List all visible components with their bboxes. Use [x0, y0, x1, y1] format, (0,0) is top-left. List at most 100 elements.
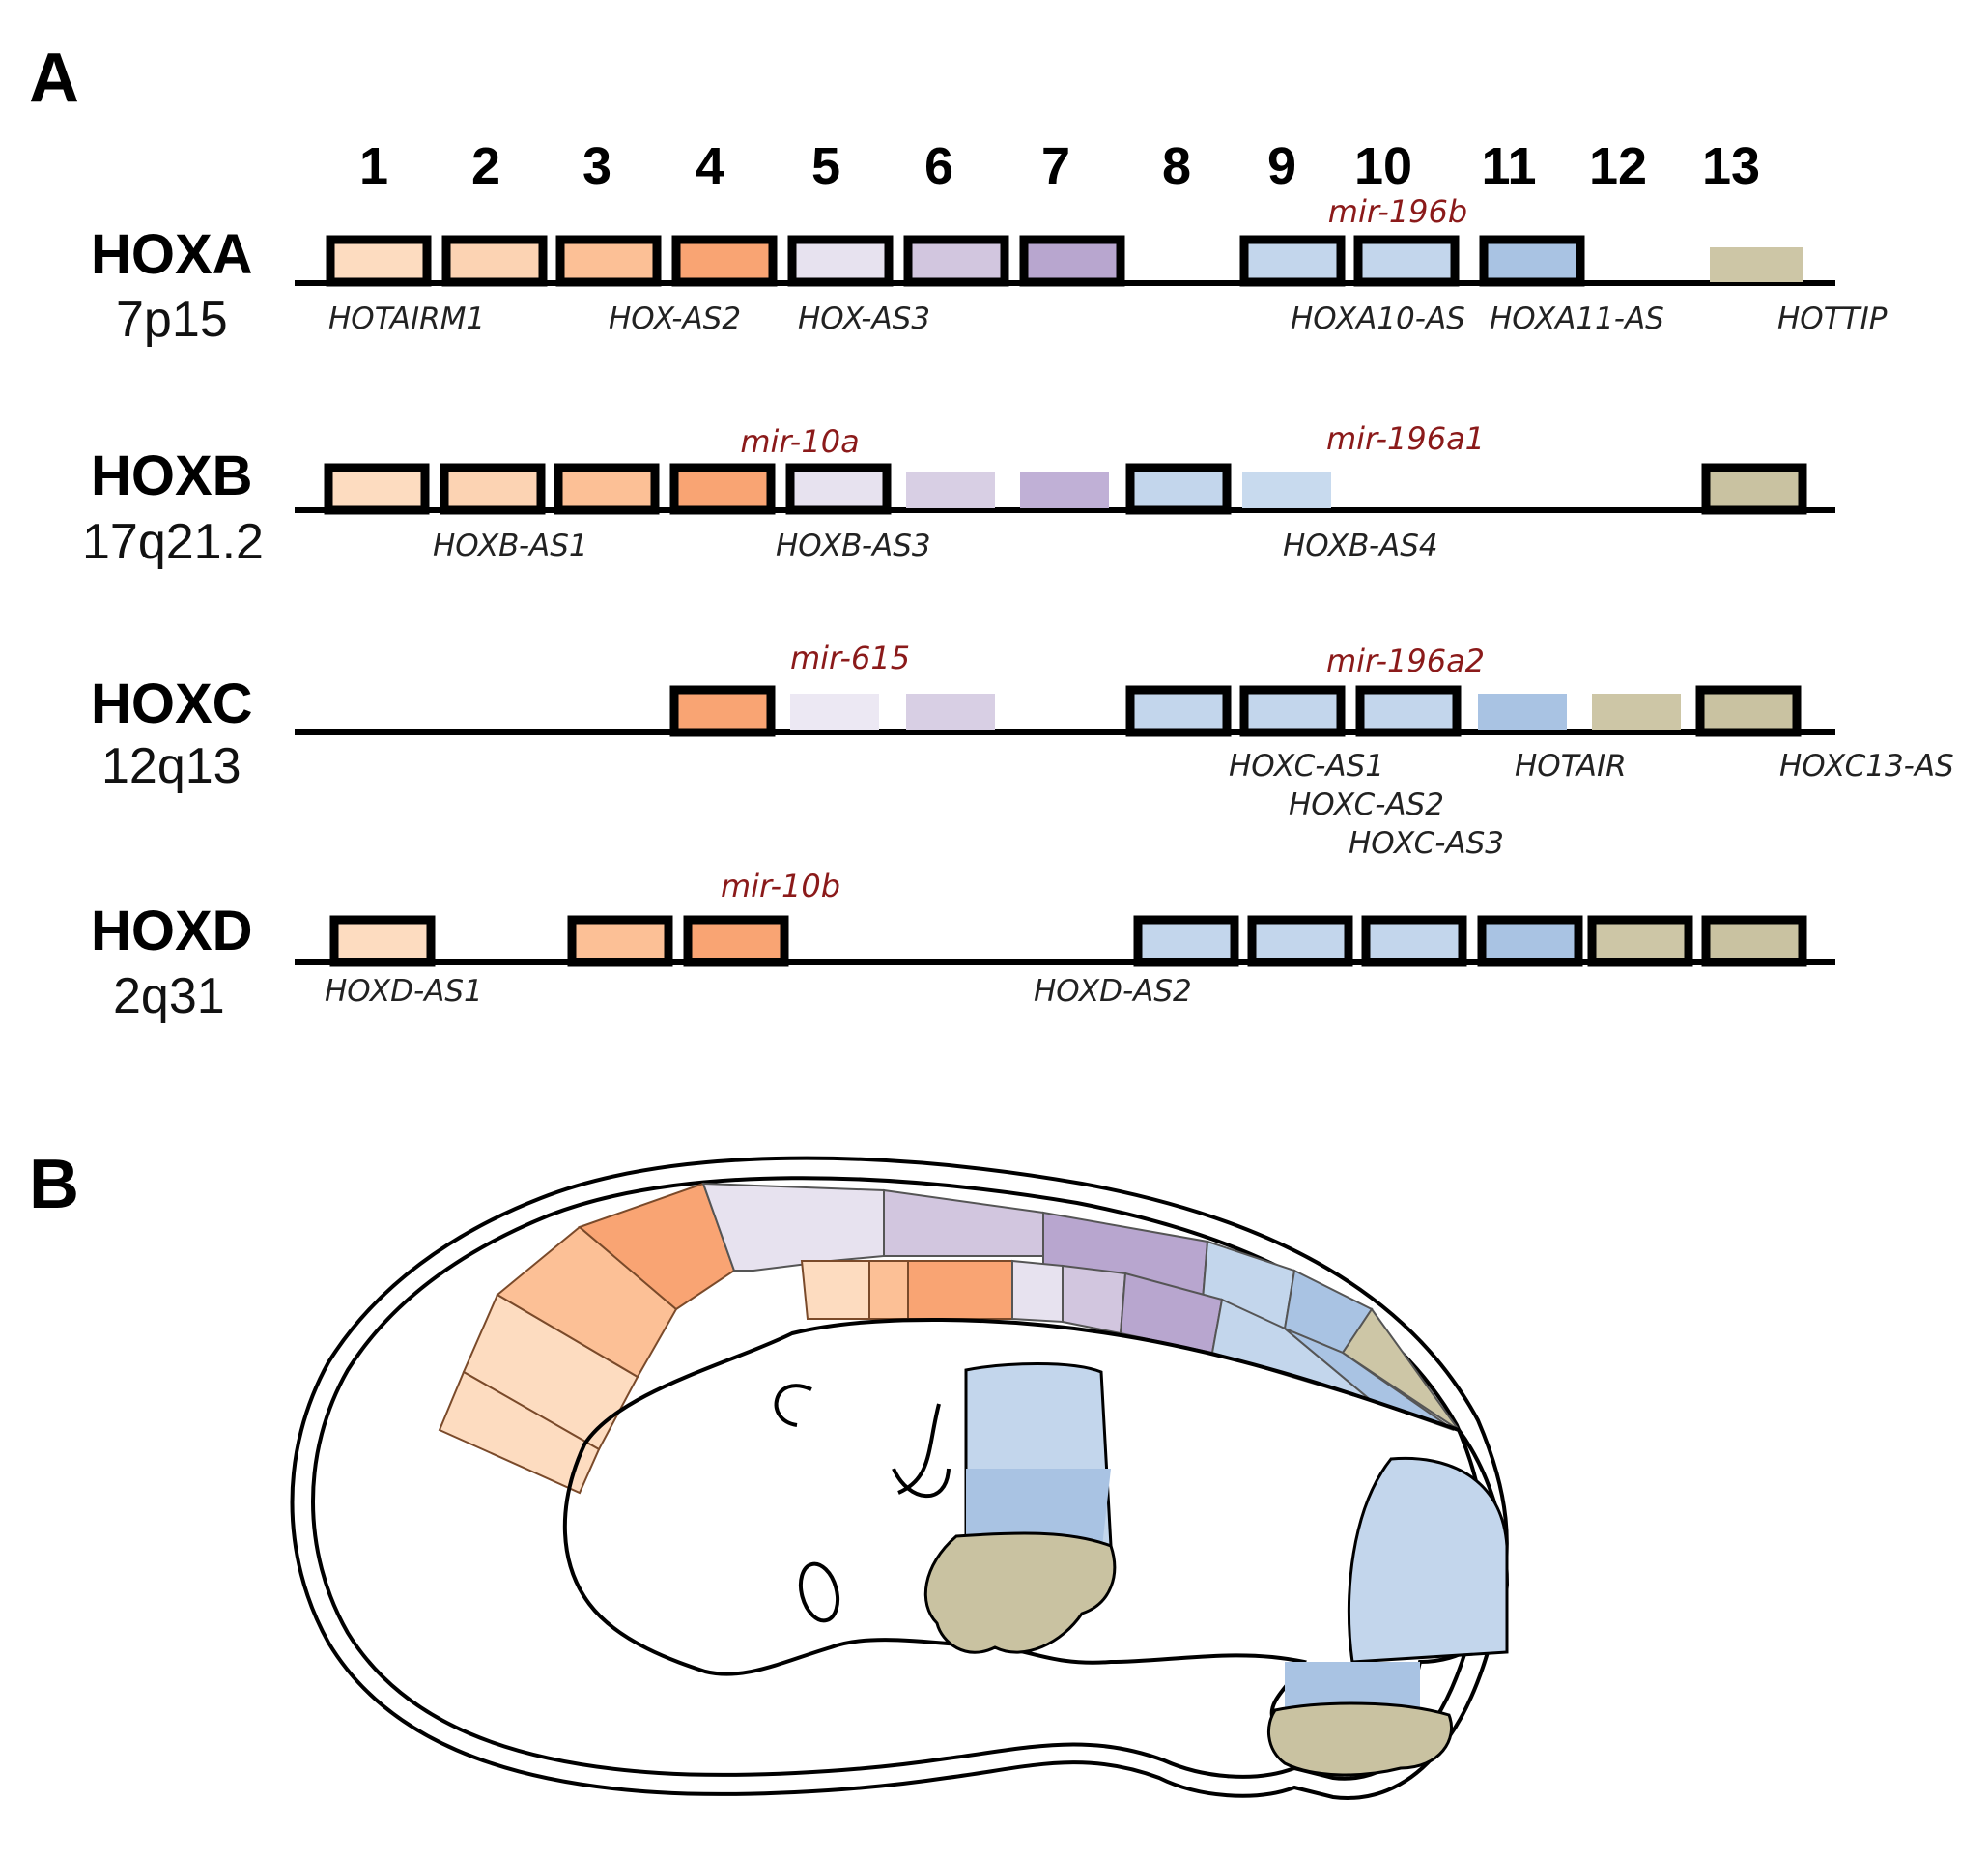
- cluster-location: 7p15: [116, 292, 228, 348]
- gene-box-hoxb3: [554, 463, 660, 515]
- gene-box-hoxa2: [441, 235, 548, 287]
- somite-row-5: [1011, 1259, 1064, 1324]
- somite-row-6: [1062, 1264, 1127, 1335]
- cluster-location: 12q13: [101, 738, 241, 794]
- paralog-number: 13: [1702, 137, 1760, 195]
- cluster-hoxc: HOXC 12q13 mir-615 mir-196a2 HOXC-AS1 HO…: [91, 640, 1954, 861]
- paralog-number: 12: [1589, 137, 1647, 195]
- paralog-number: 10: [1354, 137, 1412, 195]
- paralog-number: 5: [811, 137, 840, 195]
- hindlimb-foot: [1266, 1701, 1454, 1777]
- gene-box-hoxc10: [1355, 685, 1462, 737]
- gene-box-hoxd11: [1477, 915, 1583, 967]
- mirna-label: mir-196a1: [1326, 420, 1485, 457]
- gene-box-hoxc4: [669, 685, 776, 737]
- lncrna-label: HOTAIR: [1515, 749, 1627, 784]
- mirna-label: mir-196b: [1328, 193, 1467, 230]
- cluster-hoxd: HOXD 2q31 mir-10b HOXD-AS1 HOXD-AS2: [91, 868, 1835, 1024]
- embryo-illustration: [290, 1156, 1510, 1800]
- ear-feature: [774, 1384, 812, 1427]
- gene-box-hoxd13: [1701, 915, 1807, 967]
- cluster-hoxb: HOXB 17q21.2 mir-10a mir-196a1 HOXB-AS1 …: [82, 420, 1835, 570]
- lncrna-label: HOTAIRM1: [328, 301, 485, 336]
- gene-box-hoxa6: [903, 235, 1009, 287]
- gene-box-hoxd8: [1133, 915, 1239, 967]
- somite-row-1: [800, 1260, 870, 1320]
- gene-box-hoxd9: [1247, 915, 1353, 967]
- cluster-name: HOXD: [91, 900, 253, 962]
- gene-box-hoxa11: [1479, 235, 1585, 287]
- gene-box-hoxb4: [669, 463, 776, 515]
- gene-box-hoxa7: [1019, 235, 1125, 287]
- gene-box-hoxc8: [1125, 685, 1232, 737]
- cluster-name: HOXA: [91, 223, 253, 286]
- gene-box-hoxc11: [1478, 694, 1567, 730]
- panel-a-label: A: [29, 40, 79, 117]
- cluster-name: HOXB: [91, 444, 253, 507]
- gene-box-hoxd12: [1587, 915, 1693, 967]
- mirna-label: mir-10b: [721, 868, 840, 904]
- paralog-number: 7: [1041, 137, 1070, 195]
- paralog-number: 8: [1162, 137, 1191, 195]
- hindlimb-mid: [1285, 1662, 1420, 1710]
- gene-box-hoxa4: [671, 235, 778, 287]
- gene-box-hoxd4: [683, 915, 789, 967]
- gene-box-hoxb6: [906, 472, 995, 508]
- somite-row-4: [907, 1260, 1013, 1320]
- lncrna-label: HOXC-AS1: [1229, 749, 1384, 784]
- gene-box-hoxb1: [324, 463, 430, 515]
- paralog-number: 9: [1267, 137, 1296, 195]
- gene-box-hoxd1: [329, 915, 436, 967]
- head-segment-2: [438, 1370, 601, 1495]
- cluster-location: 17q21.2: [82, 514, 264, 570]
- gene-box-hoxb5: [785, 463, 892, 515]
- gene-box-hoxb2: [440, 463, 546, 515]
- lncrna-label: HOXA10-AS: [1291, 301, 1465, 336]
- cluster-hoxa: HOXA 7p15 mir-196b HOTAIRM1 HOX-AS2 HOX-…: [91, 193, 1888, 348]
- gene-box-hoxc9: [1239, 685, 1346, 737]
- paralog-number: 4: [696, 137, 724, 195]
- lncrna-label: HOXB-AS4: [1283, 529, 1438, 563]
- lncrna-label: HOX-AS2: [609, 301, 741, 336]
- lncrna-label: HOXC-AS3: [1349, 826, 1504, 861]
- gene-box-hoxc13: [1695, 685, 1802, 737]
- cluster-location: 2q31: [113, 968, 225, 1024]
- gene-box-hoxb9: [1242, 472, 1331, 508]
- dorsal-band-5: [701, 1182, 885, 1272]
- hindlimb: [1347, 1456, 1509, 1664]
- gene-box-hoxc6: [906, 694, 995, 730]
- paralog-number: 6: [924, 137, 953, 195]
- gene-box-hoxa10: [1353, 235, 1460, 287]
- lncrna-label: HOXB-AS3: [776, 529, 931, 563]
- lncrna-label: HOTTIP: [1777, 301, 1888, 336]
- lncrna-label: HOXC13-AS: [1779, 749, 1954, 784]
- eye-feature: [798, 1561, 840, 1623]
- gene-box-hoxb13: [1701, 463, 1807, 515]
- paralog-number: 11: [1481, 137, 1536, 195]
- paralog-number: 1: [359, 137, 388, 195]
- lncrna-label: HOXD-AS2: [1034, 974, 1192, 1009]
- somite-row-3: [868, 1260, 909, 1320]
- mirna-label: mir-615: [790, 640, 910, 676]
- gene-box-hoxa13: [1710, 247, 1803, 282]
- lncrna-label: HOXA11-AS: [1490, 301, 1664, 336]
- gene-box-hoxa1: [326, 235, 432, 287]
- gene-box-hoxa5: [787, 235, 894, 287]
- panel-b-label: B: [29, 1146, 79, 1223]
- gene-box-hoxb8: [1125, 463, 1232, 515]
- lncrna-label: HOXB-AS1: [433, 529, 588, 563]
- forelimb-hand: [923, 1531, 1117, 1654]
- lncrna-label: HOX-AS3: [798, 301, 930, 336]
- gene-box-hoxc5: [790, 694, 879, 730]
- cluster-name: HOXC: [91, 672, 253, 735]
- jaw-feature: [892, 1403, 951, 1499]
- lncrna-label: HOXC-AS2: [1289, 787, 1444, 822]
- gene-box-hoxc12: [1592, 694, 1681, 730]
- gene-box-hoxa9: [1239, 235, 1346, 287]
- gene-box-hoxa3: [555, 235, 662, 287]
- paralog-number: 2: [471, 137, 500, 195]
- lncrna-label: HOXD-AS1: [325, 974, 483, 1009]
- dorsal-band-13: [1341, 1307, 1460, 1431]
- mirna-label: mir-196a2: [1326, 643, 1485, 679]
